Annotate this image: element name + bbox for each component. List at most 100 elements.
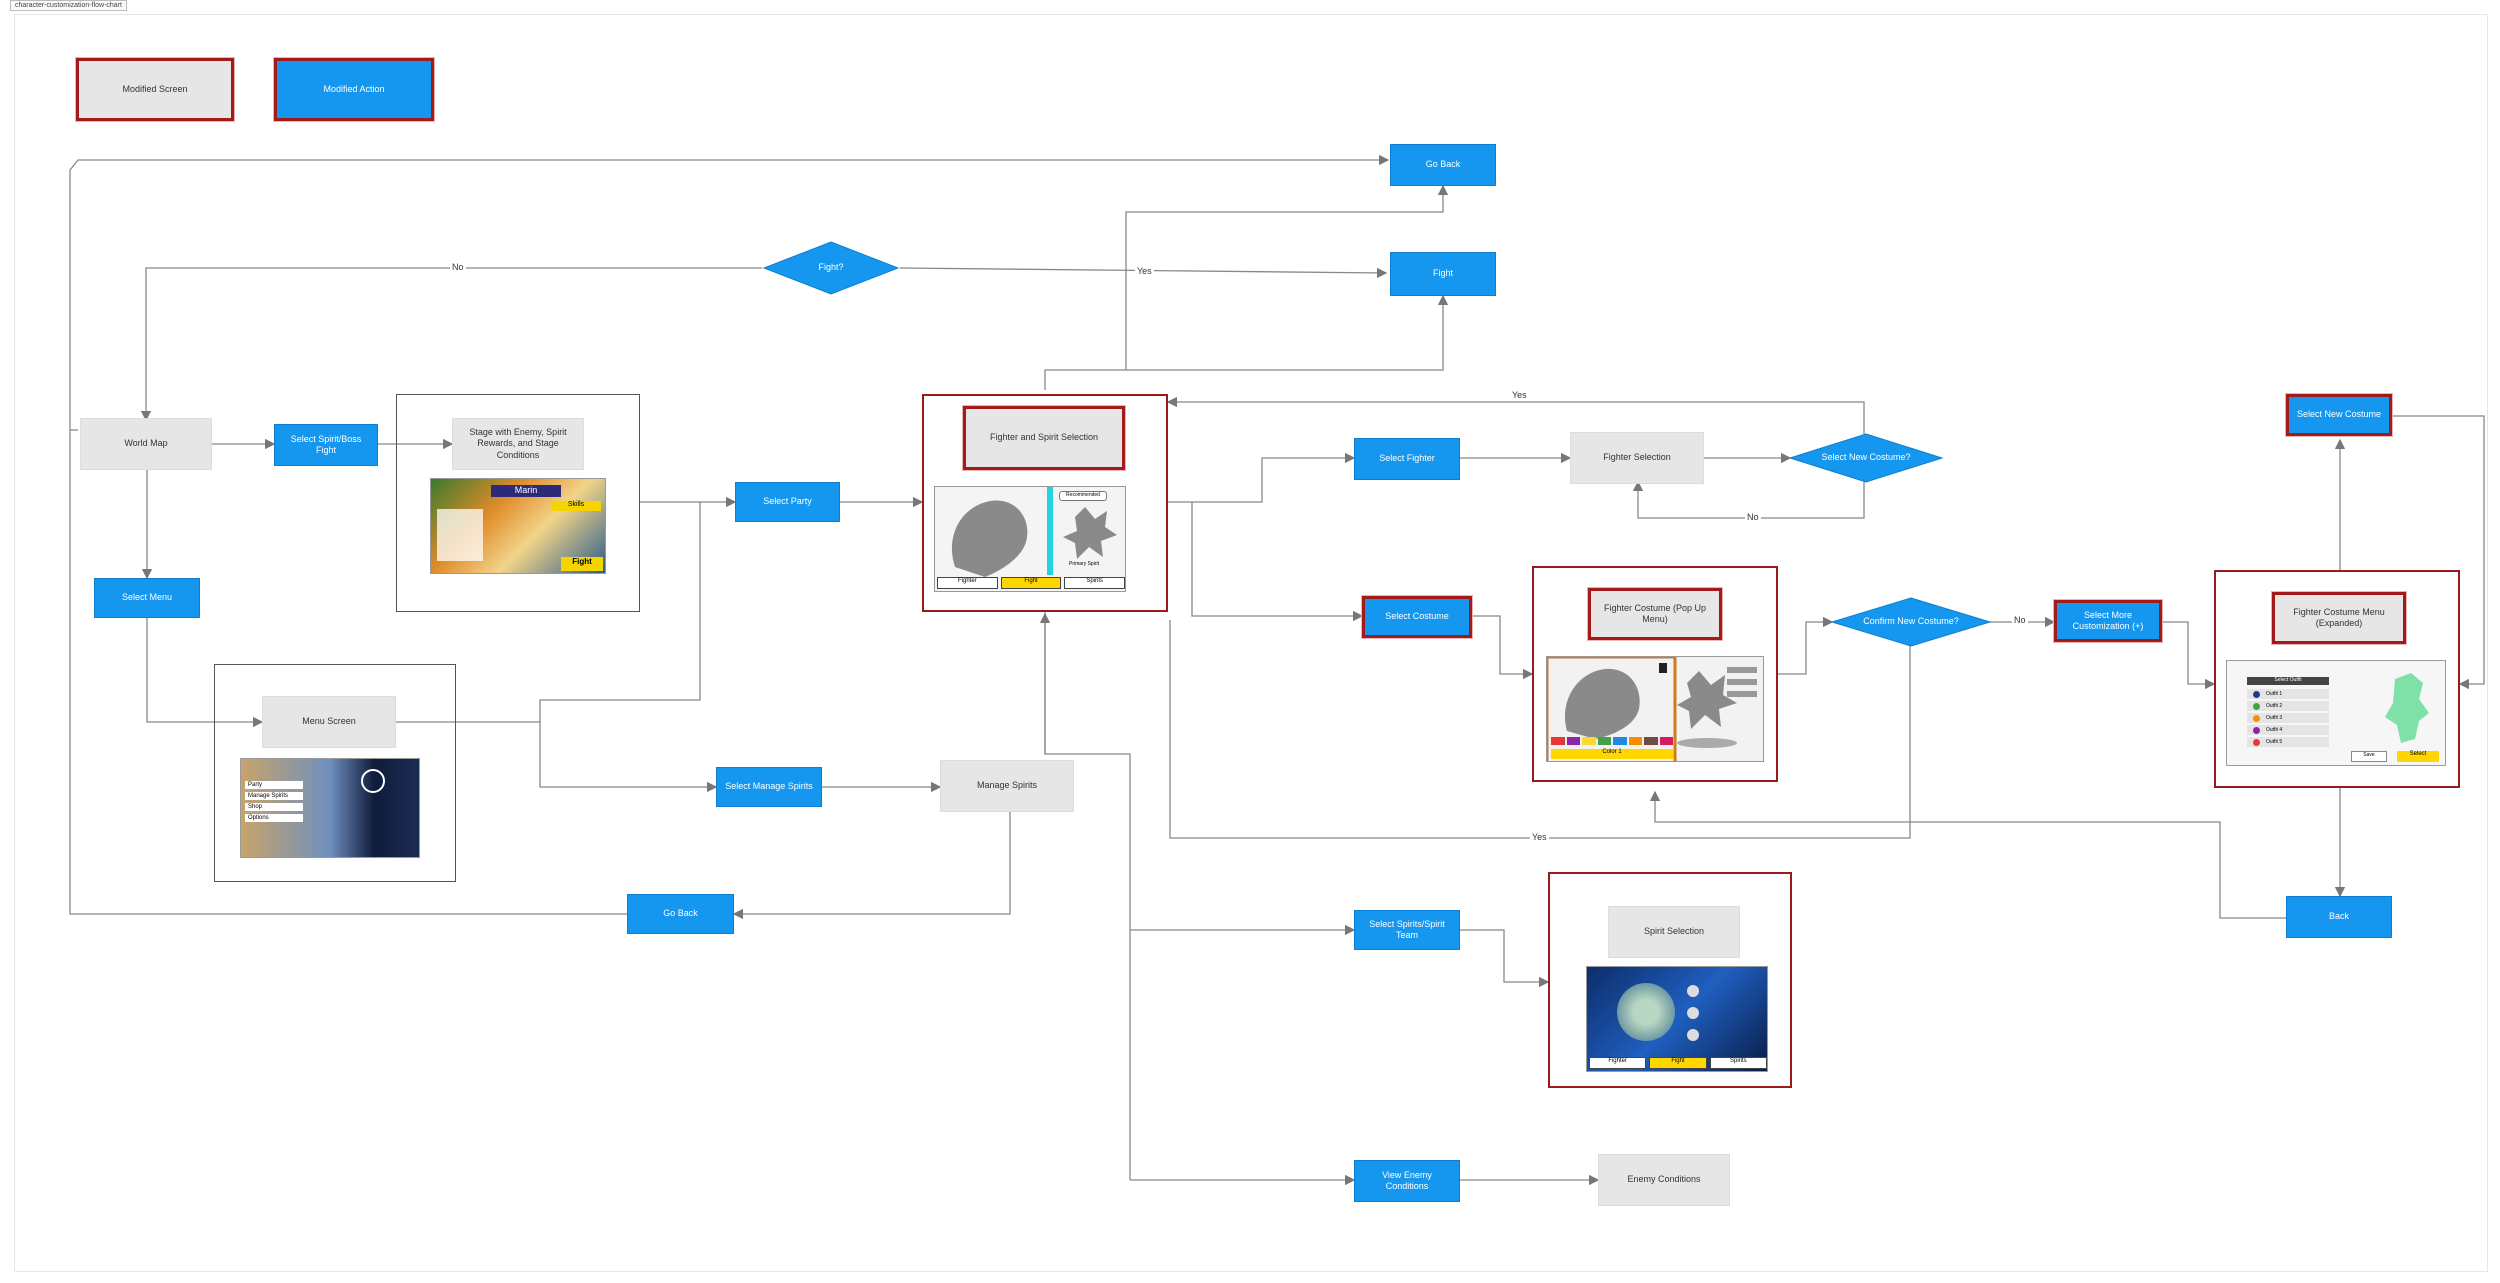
select-new-costume-decision[interactable] [1788,432,1944,484]
select-fighter-action[interactable]: Select Fighter [1354,438,1460,480]
stage-skills-tag: Skills [551,501,601,511]
world-map-screen[interactable]: World Map [80,418,212,470]
swatch-icon[interactable] [1582,737,1596,745]
edge-fs-fight [1126,294,1449,371]
select-menu-action[interactable]: Select Menu [94,578,200,618]
expanded-outfit-list: Outfit 1 Outfit 2 Outfit 3 Outfit 4 Outf… [2247,689,2329,747]
fs-tab-fighter[interactable]: Fighter [937,577,998,589]
swatch-icon[interactable] [1628,737,1642,745]
spirit-tab-spirits[interactable]: Spirits [1709,1057,1767,1069]
edge-selectmenu-menuscreen [146,618,264,728]
edge-back-popup [1649,790,2286,919]
fighter-costume-popup-screen[interactable]: Fighter Costume (Pop Up Menu) [1588,588,1722,640]
swatch-icon[interactable] [1566,737,1580,745]
spirit-tab-fight[interactable]: Fight [1649,1057,1707,1069]
outfit-row[interactable]: Outfit 5 [2247,737,2329,747]
expanded-save-button[interactable]: Save [2351,751,2387,762]
fighter-spirit-selection-screen[interactable]: Fighter and Spirit Selection [963,406,1125,470]
swatch-icon[interactable] [1659,737,1673,745]
edge-fs-selectfighter [1168,452,1356,503]
view-enemy-conditions-action[interactable]: View Enemy Conditions [1354,1160,1460,1202]
edge-selectmore-expanded [2162,621,2216,690]
spirit-selection-screen[interactable]: Spirit Selection [1608,906,1740,958]
popup-silhouettes [1547,657,1757,761]
spirit-selection-container [1548,872,1792,1088]
menu-list: Party Manage Spirits Shop Options [245,781,303,822]
stage-container [396,394,640,612]
outfit-label: Outfit 2 [2266,703,2283,709]
go-back-bottom-action[interactable]: Go Back [627,894,734,934]
swatch-icon[interactable] [1597,737,1611,745]
fs-tab-spirits[interactable]: Spirits [1064,577,1125,589]
spirit-portrait [1617,983,1675,1041]
outfit-row[interactable]: Outfit 3 [2247,713,2329,723]
outfit-row[interactable]: Outfit 2 [2247,701,2329,711]
edge-fs-gobacktop [1044,184,1449,390]
expanded-select-button[interactable]: Select [2397,751,2439,762]
expanded-menu-container [2214,570,2460,788]
swatch-icon[interactable] [1613,737,1627,745]
fight-decision-label: Fight? [818,262,844,273]
go-back-top-action[interactable]: Go Back [1390,144,1496,186]
menu-thumbnail: Party Manage Spirits Shop Options [240,758,420,858]
menu-item[interactable]: Party [245,781,303,789]
menu-emblem-icon [361,769,385,793]
outfit-dot-icon [2253,726,2260,734]
stage-screen[interactable]: Stage with Enemy, Spirit Rewards, and St… [452,418,584,470]
fighter-selection-screen[interactable]: Fighter Selection [1570,432,1704,484]
fs-tabs: Fighter Fight Spirits [937,577,1125,589]
expanded-fighter-preview [2385,673,2429,743]
edge-fight-no [140,267,762,422]
spirit-slot-icon[interactable] [1687,985,1699,997]
edge-selectspirits-spiritsel [1460,929,1550,988]
outfit-label: Outfit 4 [2266,727,2283,733]
label-no-confirm: No [2012,615,2028,625]
edge-menu-managespirits [539,722,718,793]
select-spirits-team-action[interactable]: Select Spirits/Spirit Team [1354,910,1460,950]
back-action[interactable]: Back [2286,896,2392,938]
board-frame [14,14,2488,1272]
menu-item[interactable]: Options [245,814,303,822]
fs-thumbnail: Recommended Primary Spirit Fighter Fight… [934,486,1126,592]
edge-popup-confirm [1778,616,1834,675]
fight-action[interactable]: Fight [1390,252,1496,296]
select-spirit-boss-fight-action[interactable]: Select Spirit/Boss Fight [274,424,378,466]
spirit-slot-icon[interactable] [1687,1029,1699,1041]
outfit-dot-icon [2253,690,2260,698]
stage-fight-button[interactable]: Fight [561,557,603,571]
spirit-slot-icon[interactable] [1687,1007,1699,1019]
fs-primary-caption: Primary Spirit [1068,561,1099,567]
outfit-dot-icon [2253,714,2260,722]
costume-popup-thumbnail: Color 1 [1546,656,1764,762]
legend-modified-action: Modified Action [274,58,434,121]
select-costume-action[interactable]: Select Costume [1362,596,1472,638]
fighter-costume-menu-expanded-screen[interactable]: Fighter Costume Menu (Expanded) [2272,592,2406,644]
fight-decision[interactable] [762,240,900,296]
confirm-new-costume-decision[interactable] [1830,596,1992,648]
edge-manage-goback [732,808,1011,920]
edge-goback-worldmap [69,159,1385,915]
outfit-row[interactable]: Outfit 1 [2247,689,2329,699]
label-yes-confirm: Yes [1530,832,1549,842]
enemy-conditions-screen[interactable]: Enemy Conditions [1598,1154,1730,1206]
fs-tab-fight[interactable]: Fight [1000,577,1062,589]
document-title: character-customization-flow-chart [10,0,127,11]
swatch-icon[interactable] [1644,737,1658,745]
edge-fs-selectcostume [1191,502,1364,622]
menu-item[interactable]: Shop [245,803,303,811]
select-manage-spirits-action[interactable]: Select Manage Spirits [716,767,822,807]
swatch-icon[interactable] [1551,737,1565,745]
select-more-customization-action[interactable]: Select More Customization (+) [2054,600,2162,642]
spirit-tab-fighter[interactable]: Fighter [1589,1057,1647,1069]
select-new-costume-action[interactable]: Select New Costume [2286,394,2392,436]
outfit-row[interactable]: Outfit 4 [2247,725,2329,735]
menu-item[interactable]: Manage Spirits [245,792,303,800]
manage-spirits-screen[interactable]: Manage Spirits [940,760,1074,812]
stage-fighter-name: Marin [491,485,561,497]
select-party-action[interactable]: Select Party [735,482,840,522]
label-no-fight: No [450,262,466,272]
menu-screen[interactable]: Menu Screen [262,696,396,748]
popup-color-caption: Color 1 [1551,749,1673,759]
